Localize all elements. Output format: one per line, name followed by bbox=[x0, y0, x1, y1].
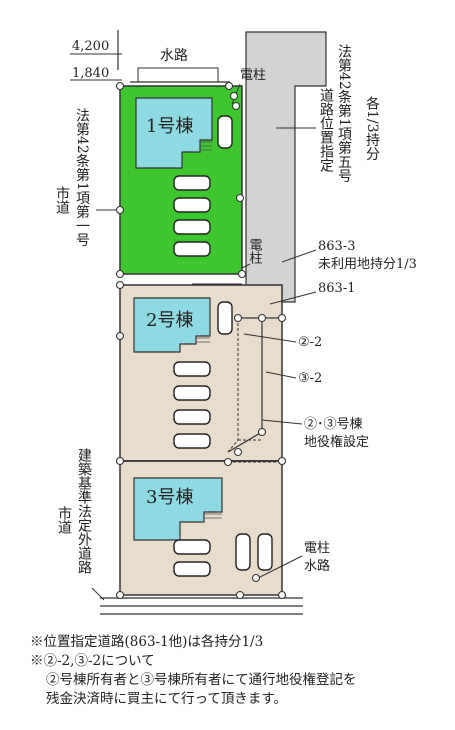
note-line-2: ※②-2,③-2について bbox=[30, 653, 155, 669]
building-3-label: 3号棟 bbox=[146, 487, 193, 508]
car bbox=[173, 433, 211, 449]
waterway-bottom-label: 水路 bbox=[304, 558, 330, 574]
waterway-top-strip bbox=[137, 67, 219, 83]
lot-863-1-label: 863-1 bbox=[318, 281, 355, 296]
car bbox=[173, 361, 211, 377]
car bbox=[217, 115, 233, 149]
bottom-left-label-1: 建築基準法定外道路 bbox=[76, 448, 92, 574]
car bbox=[217, 301, 233, 335]
car bbox=[173, 197, 211, 213]
building-2-label: 2号棟 bbox=[146, 310, 193, 331]
share-label: 各1/3持分 bbox=[364, 96, 380, 162]
pole-top-label: 電柱 bbox=[240, 68, 266, 83]
car bbox=[257, 533, 273, 571]
marker-3-2-label: ③-2 bbox=[298, 371, 322, 386]
car bbox=[173, 385, 211, 401]
bottom-left-label-2: 市道 bbox=[56, 505, 72, 535]
stairs bbox=[196, 141, 222, 519]
car bbox=[173, 409, 211, 425]
building-1-label: 1号棟 bbox=[146, 116, 193, 137]
boundary-markers bbox=[115, 81, 287, 600]
car bbox=[173, 241, 211, 257]
car bbox=[235, 533, 251, 571]
easement-label-2: 地役権設定 bbox=[304, 434, 369, 450]
right-road-label: 法第42条第1項第五号 bbox=[336, 44, 352, 183]
marker-2-2-label: ②-2 bbox=[298, 335, 322, 350]
unused-land-label: 未利用地持分1/3 bbox=[318, 257, 417, 272]
note-line-1: ※位置指定道路(863-1他)は各持分1/3 bbox=[30, 634, 264, 650]
car bbox=[173, 175, 211, 191]
dim-second-label: 1,840 bbox=[72, 66, 109, 81]
note-line-4: 残金決済時に買主にて行って頂きます。 bbox=[46, 691, 287, 707]
dim-top-label: 4,200 bbox=[72, 39, 109, 54]
left-road-city-label: 市道 bbox=[54, 185, 70, 215]
car bbox=[173, 561, 211, 577]
lot-863-3-label: 863-3 bbox=[318, 239, 355, 254]
note-line-3: ②号棟所有者と③号棟所有者にて通行地役権登記を bbox=[46, 672, 357, 688]
easement-label-1: ②･③号棟 bbox=[304, 417, 363, 432]
pole-bottom-label: 電柱 bbox=[304, 541, 330, 556]
car bbox=[173, 219, 211, 235]
leader-lines bbox=[91, 83, 317, 601]
cars bbox=[173, 115, 273, 577]
building-2 bbox=[133, 297, 211, 353]
waterway-top-label: 水路 bbox=[160, 48, 188, 64]
building-3 bbox=[133, 477, 223, 541]
car bbox=[173, 539, 211, 555]
left-road-label: 法第42条第1項第一号 bbox=[74, 108, 90, 247]
building-1 bbox=[135, 97, 213, 169]
right-road-2-label: 道路位置指定 bbox=[318, 88, 334, 173]
pole-mid-label: 電柱 bbox=[247, 238, 263, 265]
